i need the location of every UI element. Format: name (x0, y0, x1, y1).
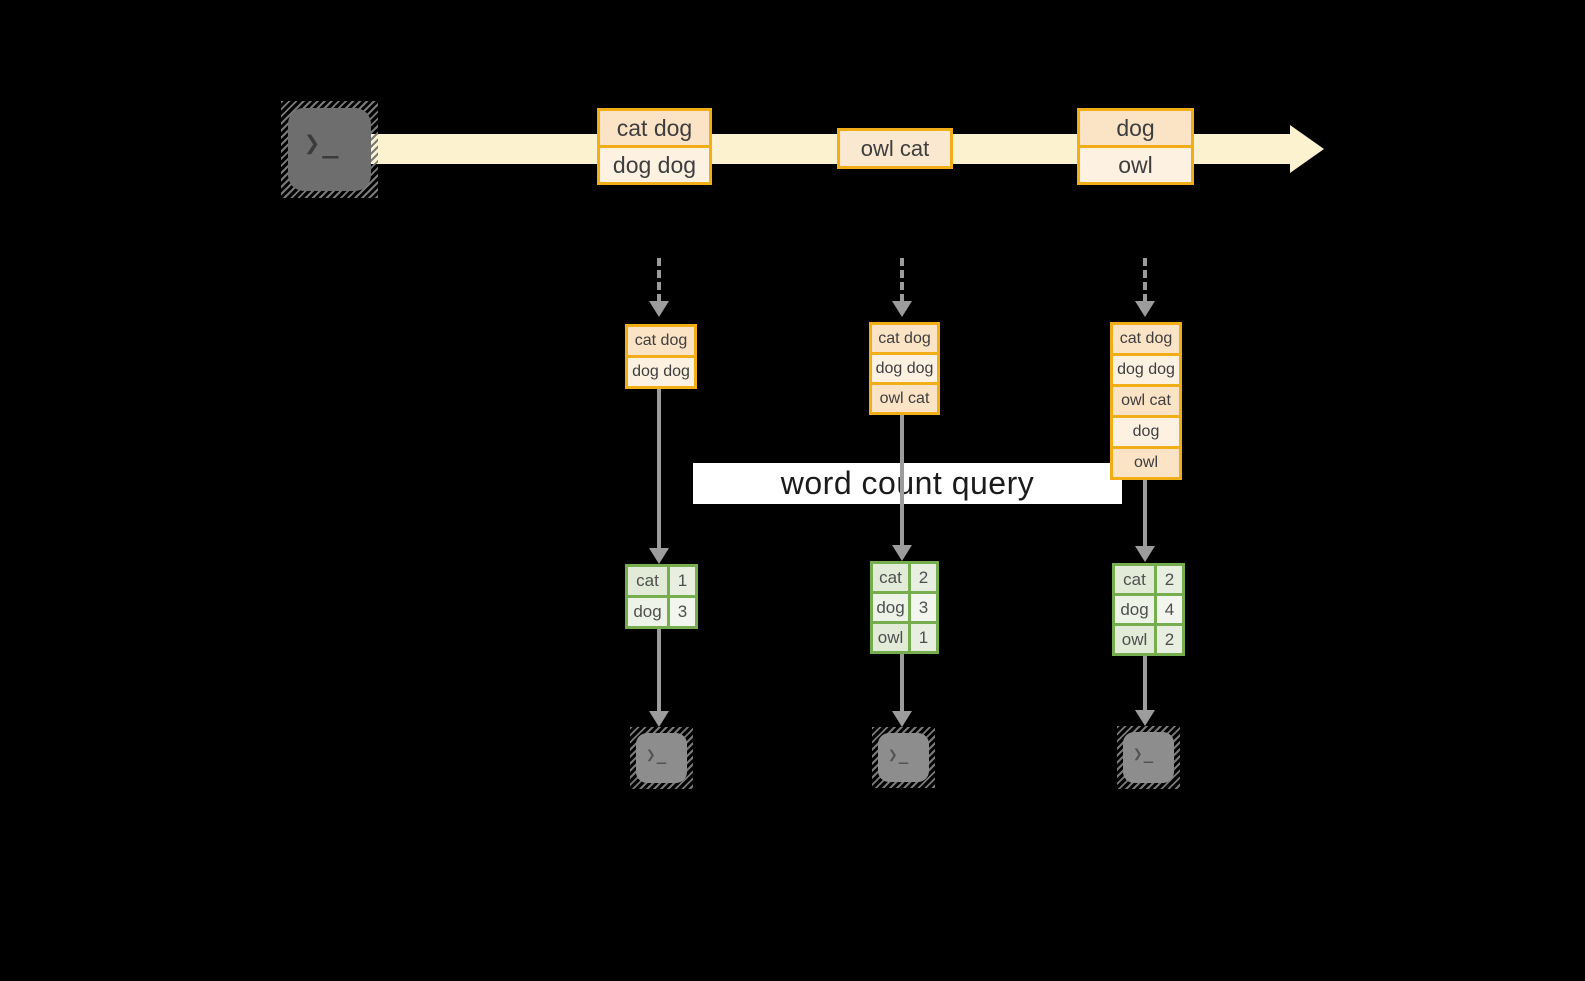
down-arrowhead-icon (1135, 546, 1155, 562)
input-row: dog dog (1113, 356, 1179, 384)
input-row: cat dog (628, 327, 694, 355)
stream-batch-3-box: dog owl (1077, 108, 1194, 185)
output-terminal-icon: ❯_ (872, 727, 935, 788)
result-word: dog (873, 594, 908, 621)
result-count: 3 (670, 598, 695, 626)
stream-batch-1-box: cat dog dog dog (597, 108, 712, 185)
down-arrowhead-icon (649, 301, 669, 317)
down-arrowhead-icon (1135, 301, 1155, 317)
input-row: dog (1113, 418, 1179, 446)
query-label: word count query (780, 465, 1035, 501)
input-row: owl cat (872, 385, 937, 412)
event-row: owl (1080, 148, 1191, 182)
result-count: 2 (911, 564, 936, 591)
source-terminal-icon: ❯_ (281, 101, 378, 198)
result-table-1: cat 1 dog 3 (625, 564, 698, 629)
input-table-1: cat dog dog dog (625, 324, 697, 389)
stream-batch-2-box: owl cat (837, 128, 953, 169)
dashed-down-arrow (1143, 258, 1147, 302)
event-row: cat dog (600, 111, 709, 145)
down-arrowhead-icon (892, 711, 912, 727)
terminal-prompt-icon: ❯_ (304, 128, 341, 159)
terminal-prompt-icon: ❯_ (888, 745, 910, 764)
result-count: 2 (1157, 626, 1182, 653)
down-arrow (900, 654, 904, 711)
event-row: dog (1080, 111, 1191, 145)
terminal-body: ❯_ (636, 733, 687, 783)
input-row: cat dog (872, 325, 937, 352)
result-count: 2 (1157, 566, 1182, 593)
input-row: dog dog (872, 355, 937, 382)
result-count: 1 (911, 624, 936, 651)
stream-arrowhead-icon (1290, 125, 1324, 173)
terminal-body: ❯_ (1123, 732, 1174, 783)
input-row: owl (1113, 449, 1179, 477)
result-word: cat (1115, 566, 1154, 593)
down-arrow (657, 387, 661, 548)
input-row: cat dog (1113, 325, 1179, 353)
down-arrow (1143, 656, 1147, 710)
output-terminal-icon: ❯_ (630, 727, 693, 789)
event-row: dog dog (600, 148, 709, 182)
down-arrow (657, 629, 661, 711)
result-word: cat (873, 564, 908, 591)
down-arrow (900, 415, 904, 545)
down-arrowhead-icon (892, 545, 912, 561)
result-count: 1 (670, 567, 695, 595)
result-table-2: cat 2 dog 3 owl 1 (870, 561, 939, 654)
result-word: owl (873, 624, 908, 651)
down-arrowhead-icon (649, 711, 669, 727)
event-row: owl cat (840, 131, 950, 166)
result-word: dog (628, 598, 667, 626)
down-arrowhead-icon (1135, 710, 1155, 726)
input-row: owl cat (1113, 387, 1179, 415)
down-arrowhead-icon (892, 301, 912, 317)
dashed-down-arrow (657, 258, 661, 302)
terminal-prompt-icon: ❯_ (1133, 744, 1155, 763)
terminal-body: ❯_ (878, 733, 929, 782)
down-arrow (1143, 480, 1147, 546)
down-arrowhead-icon (649, 548, 669, 564)
input-table-3: cat dog dog dog owl cat dog owl (1110, 322, 1182, 480)
query-band: word count query (693, 463, 1122, 504)
result-count: 3 (911, 594, 936, 621)
result-word: cat (628, 567, 667, 595)
result-count: 4 (1157, 596, 1182, 623)
output-terminal-icon: ❯_ (1117, 726, 1180, 789)
result-word: dog (1115, 596, 1154, 623)
terminal-body: ❯_ (288, 108, 371, 191)
input-row: dog dog (628, 358, 694, 386)
dashed-down-arrow (900, 258, 904, 302)
result-table-3: cat 2 dog 4 owl 2 (1112, 563, 1185, 656)
input-table-2: cat dog dog dog owl cat (869, 322, 940, 415)
result-word: owl (1115, 626, 1154, 653)
terminal-prompt-icon: ❯_ (646, 745, 668, 764)
